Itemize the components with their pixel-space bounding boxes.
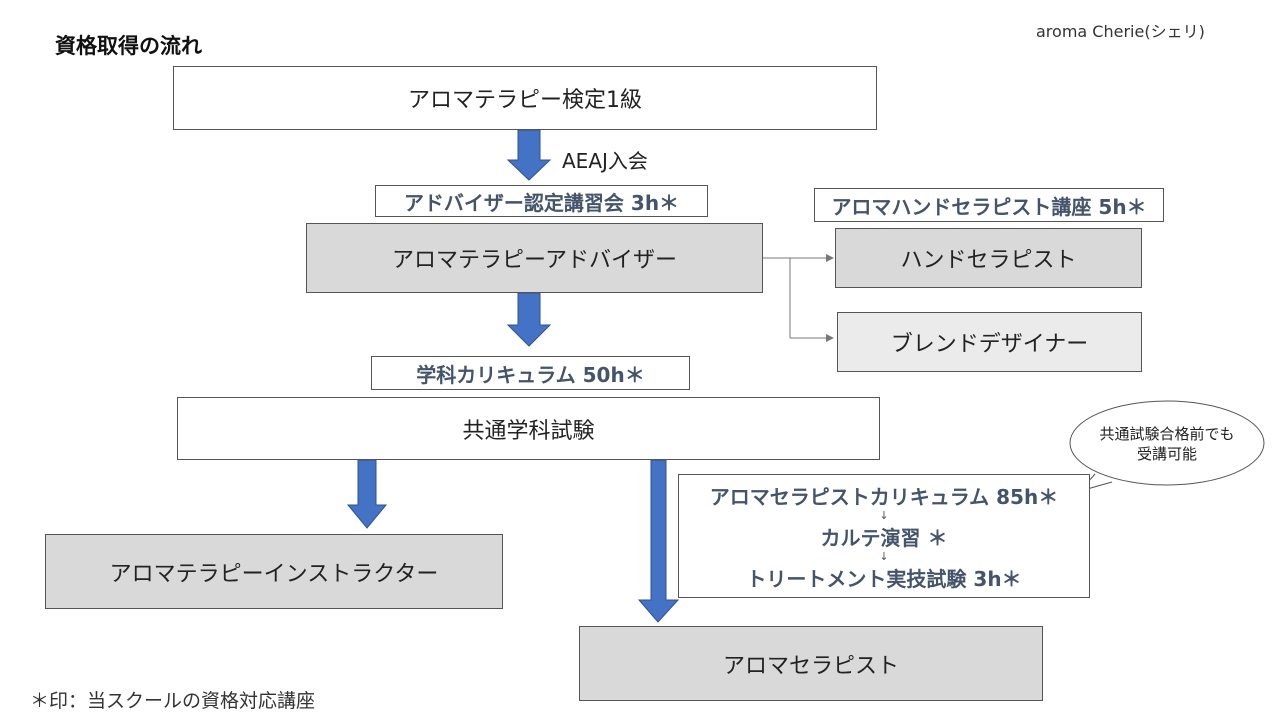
arrow-down-1 — [506, 129, 552, 181]
arrow-down-2 — [506, 292, 552, 347]
box-instructor: アロマテラピーインストラクター — [45, 534, 503, 609]
stack-arrow-1: ↓ — [879, 508, 889, 522]
bubble-line-1: 共通試験合格前でも — [1099, 425, 1235, 443]
box-level1: アロマテラピー検定1級 — [173, 66, 877, 130]
label-curriculum: 学科カリキュラム 50h＊ — [371, 356, 690, 390]
bubble-line-2: 受講可能 — [1136, 445, 1197, 463]
stack-line-3: トリートメント実技試験 3h＊ — [746, 566, 1022, 591]
brand-name: aroma Cherie(シェリ) — [1036, 22, 1205, 41]
arrow-down-3 — [346, 459, 388, 529]
therapist-curriculum-box: アロマセラピストカリキュラム 85h＊ ↓ カルテ演習 ＊ ↓ トリートメント実… — [678, 474, 1090, 598]
box-common-exam: 共通学科試験 — [177, 397, 880, 460]
label-advisor-course: アドバイザー認定講習会 3h＊ — [375, 185, 708, 217]
footnote: ＊印：当スクールの資格対応講座 — [30, 690, 316, 712]
box-advisor: アロマテラピーアドバイザー — [306, 223, 763, 293]
stack-line-1: アロマセラピストカリキュラム 85h＊ — [709, 484, 1059, 509]
branch-connector — [763, 257, 826, 339]
box-blend-designer: ブレンドデザイナー — [837, 312, 1142, 372]
label-hand-course: アロマハンドセラピスト講座 5h＊ — [814, 188, 1164, 222]
speech-bubble-text: 共通試験合格前でも 受講可能 — [1075, 424, 1259, 464]
box-hand-therapist: ハンドセラピスト — [835, 228, 1142, 288]
branch-arrowhead-hand — [826, 254, 834, 262]
box-aroma-therapist: アロマセラピスト — [579, 626, 1043, 701]
arrow-down-4 — [637, 459, 680, 623]
stack-arrow-2: ↓ — [879, 549, 889, 563]
stack-line-2: カルテ演習 ＊ — [820, 525, 948, 550]
label-aeaj: AEAJ入会 — [562, 149, 648, 173]
page-title: 資格取得の流れ — [55, 34, 202, 58]
branch-arrowhead-blend — [826, 334, 834, 342]
